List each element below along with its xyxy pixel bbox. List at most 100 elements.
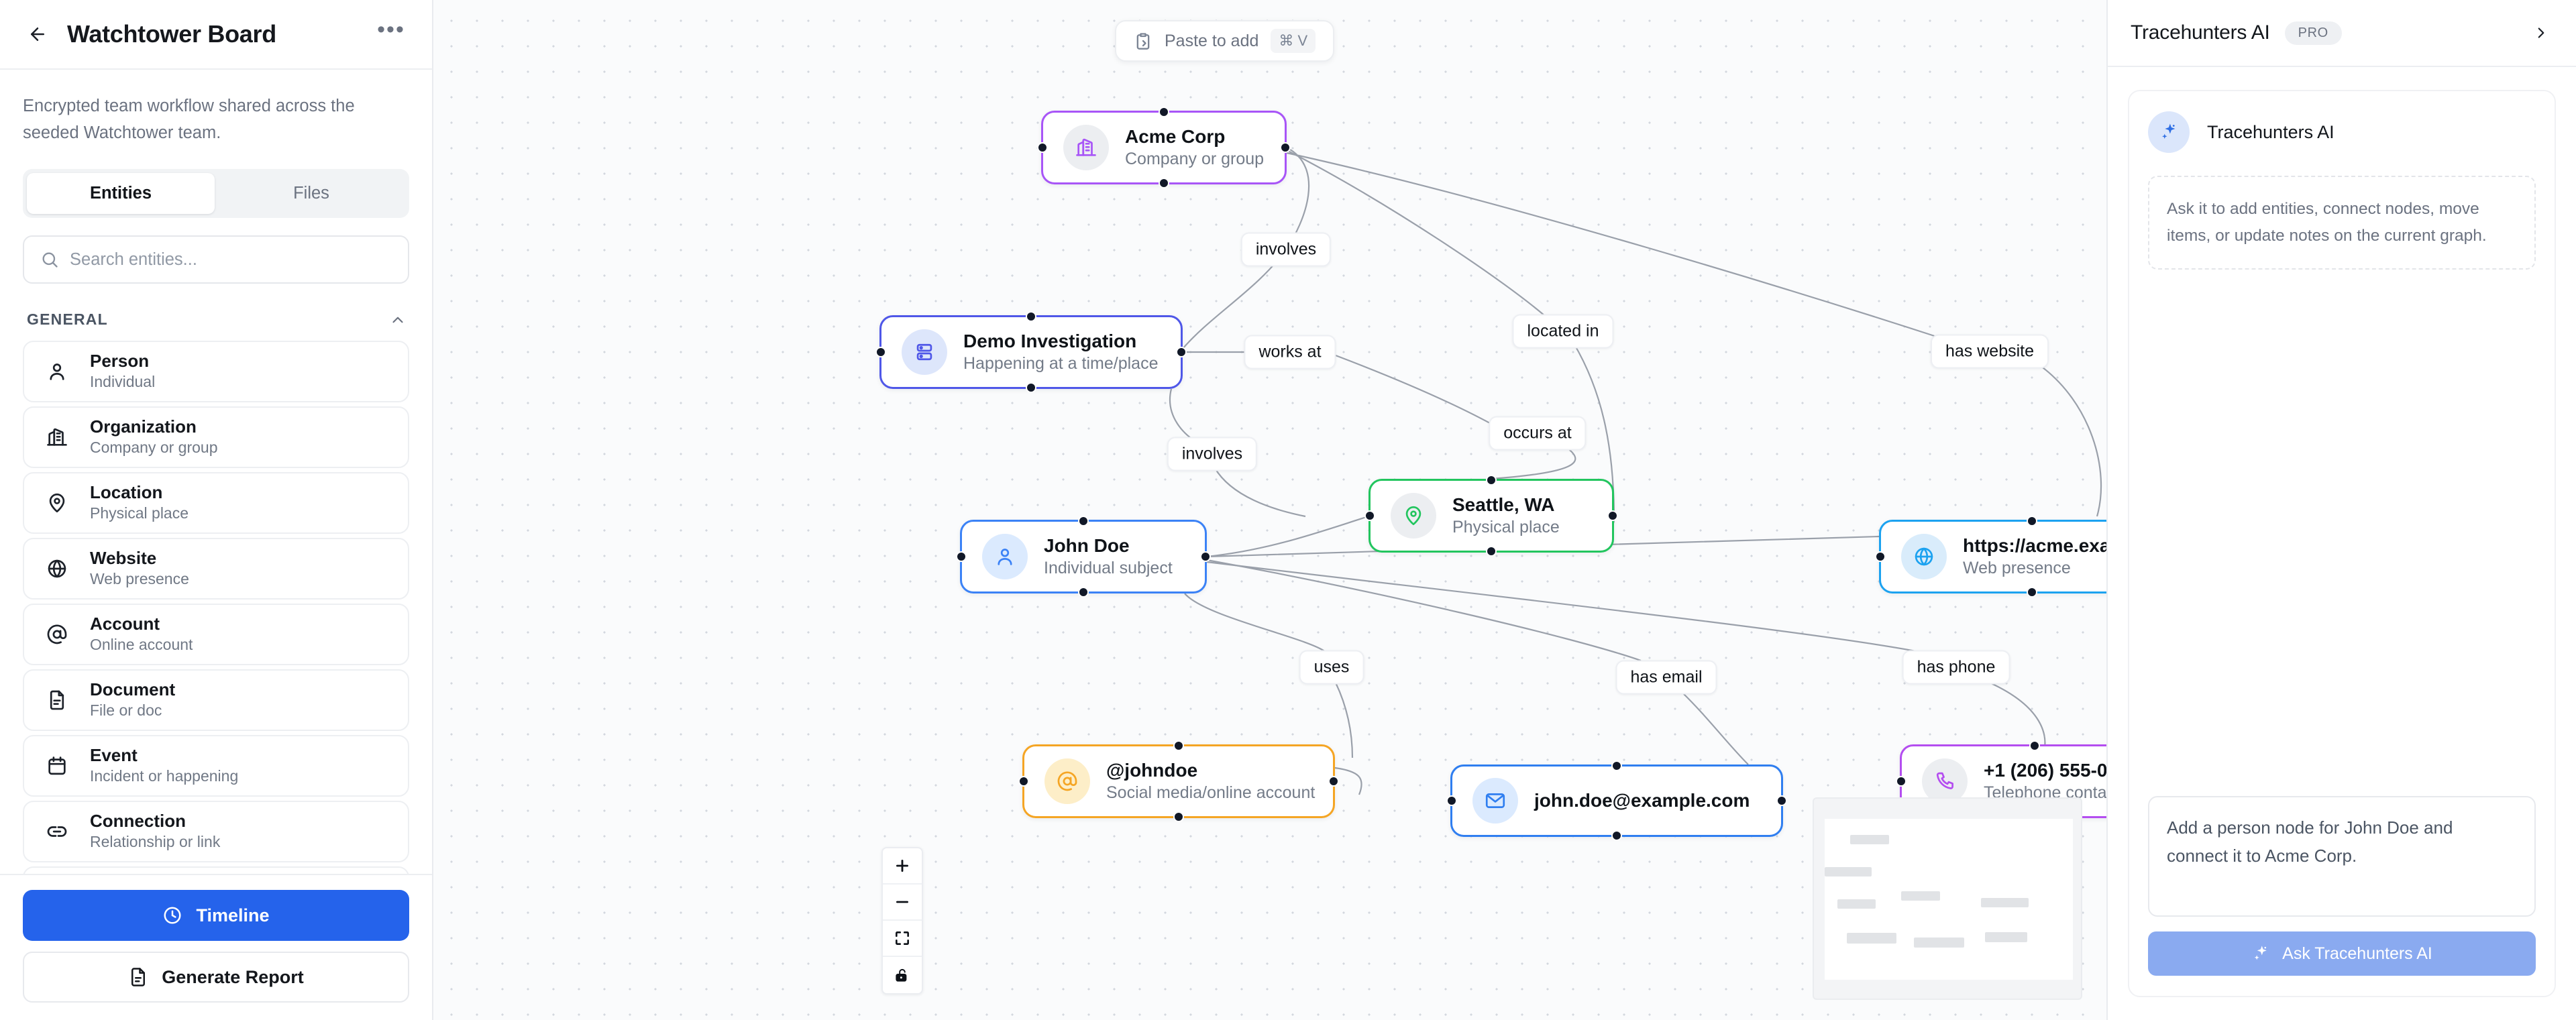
edge-label[interactable]: has email	[1615, 660, 1717, 695]
lock-open-icon[interactable]	[883, 957, 922, 993]
timeline-label: Timeline	[196, 905, 270, 925]
back-icon[interactable]	[23, 19, 52, 49]
graph-node-site[interactable]: https://acme.exampleWeb presence	[1875, 516, 2106, 598]
timeline-button[interactable]: Timeline	[23, 890, 409, 941]
node-handle-top[interactable]	[1026, 311, 1036, 322]
node-handle-left[interactable]	[1875, 551, 1886, 562]
node-handle-bottom[interactable]	[1486, 546, 1497, 557]
minimap[interactable]	[1813, 797, 2082, 1000]
node-handle-left[interactable]	[1037, 142, 1048, 153]
node-handle-bottom[interactable]	[2027, 587, 2037, 598]
node-handle-right[interactable]	[1200, 551, 1211, 562]
paste-to-add-button[interactable]: Paste to add ⌘ V	[1115, 20, 1335, 62]
entity-name: Organization	[90, 416, 197, 437]
chevron-right-icon[interactable]	[2526, 18, 2556, 48]
edge-label[interactable]: involves	[1167, 437, 1258, 471]
node-handle-left[interactable]	[956, 551, 967, 562]
phone-icon	[1922, 758, 1968, 804]
map-pin-icon	[42, 492, 72, 514]
zoom-controls	[881, 847, 923, 995]
node-handle-left[interactable]	[875, 347, 886, 357]
edge-label[interactable]: involves	[1240, 232, 1332, 267]
node-handle-left[interactable]	[1896, 776, 1907, 787]
ai-spacer	[2148, 270, 2536, 796]
node-handle-top[interactable]	[1611, 760, 1622, 771]
sidebar-header: Watchtower Board •••	[0, 0, 432, 70]
entity-name: Document	[90, 679, 176, 700]
search-field[interactable]	[23, 235, 409, 284]
node-handle-top[interactable]	[2029, 740, 2040, 751]
building-icon	[42, 426, 72, 449]
node-handle-bottom[interactable]	[1026, 382, 1036, 393]
chevron-up-icon[interactable]	[389, 311, 407, 329]
node-handle-right[interactable]	[1176, 347, 1187, 357]
plus-icon[interactable]	[883, 848, 922, 885]
node-handle-top[interactable]	[1078, 516, 1089, 526]
minimap-viewport	[1825, 819, 2073, 980]
fit-view-icon[interactable]	[883, 921, 922, 957]
edge-label[interactable]: occurs at	[1489, 416, 1587, 451]
minimap-node	[1847, 933, 1896, 944]
group-general-header[interactable]: GENERAL	[23, 284, 409, 341]
tab-entities[interactable]: Entities	[27, 173, 215, 214]
edge-label[interactable]: works at	[1244, 335, 1336, 370]
node-title: https://acme.example	[1963, 535, 2106, 557]
clipboard-paste-icon	[1134, 32, 1152, 50]
ai-card: Tracehunters AI Ask it to add entities, …	[2128, 90, 2556, 997]
edge-label[interactable]: has website	[1930, 334, 2049, 369]
generate-report-label: Generate Report	[162, 966, 304, 987]
node-handle-bottom[interactable]	[1078, 587, 1089, 598]
tab-files[interactable]: Files	[293, 184, 329, 203]
node-handle-top[interactable]	[1486, 475, 1497, 486]
ellipsis-icon[interactable]: •••	[377, 17, 405, 42]
node-handle-bottom[interactable]	[1173, 811, 1184, 822]
node-handle-right[interactable]	[1328, 776, 1339, 787]
minus-icon[interactable]	[883, 885, 922, 921]
generate-report-button[interactable]: Generate Report	[23, 952, 409, 1003]
node-title: +1 (206) 555-0147	[1984, 760, 2106, 781]
graph-node-email[interactable]: john.doe@example.com	[1446, 760, 1787, 841]
node-handle-top[interactable]	[1173, 740, 1184, 751]
node-handle-right[interactable]	[1776, 795, 1787, 806]
node-handle-left[interactable]	[1018, 776, 1029, 787]
node-subtitle: Web presence	[1963, 558, 2071, 577]
node-handle-left[interactable]	[1446, 795, 1457, 806]
search-icon	[40, 250, 59, 269]
node-handle-bottom[interactable]	[1611, 830, 1622, 841]
sparkle-icon	[2251, 944, 2270, 963]
edge-label[interactable]: has phone	[1902, 650, 2010, 685]
node-handle-left[interactable]	[1364, 510, 1375, 521]
ask-ai-button[interactable]: Ask Tracehunters AI	[2148, 931, 2536, 976]
node-handle-top[interactable]	[2027, 516, 2037, 526]
entity-sub: Online account	[90, 636, 193, 654]
graph-canvas[interactable]: Paste to add ⌘ V	[433, 0, 2106, 1020]
at-sign-icon	[42, 623, 72, 646]
edge-label[interactable]: uses	[1299, 650, 1364, 685]
entity-name: Person	[90, 351, 150, 372]
node-title: john.doe@example.com	[1534, 790, 1750, 811]
entity-name: Connection	[90, 811, 186, 832]
node-handle-bottom[interactable]	[1159, 178, 1169, 188]
node-handle-top[interactable]	[1159, 107, 1169, 117]
minimap-node	[1914, 938, 1964, 948]
ai-prompt-input[interactable]	[2148, 796, 2536, 917]
node-handle-right[interactable]	[1280, 142, 1291, 153]
node-handle-right[interactable]	[1607, 510, 1618, 521]
sidebar-footer: Timeline Generate Report	[0, 874, 432, 1020]
edge-label[interactable]: located in	[1512, 314, 1614, 349]
search-input[interactable]	[70, 249, 392, 270]
